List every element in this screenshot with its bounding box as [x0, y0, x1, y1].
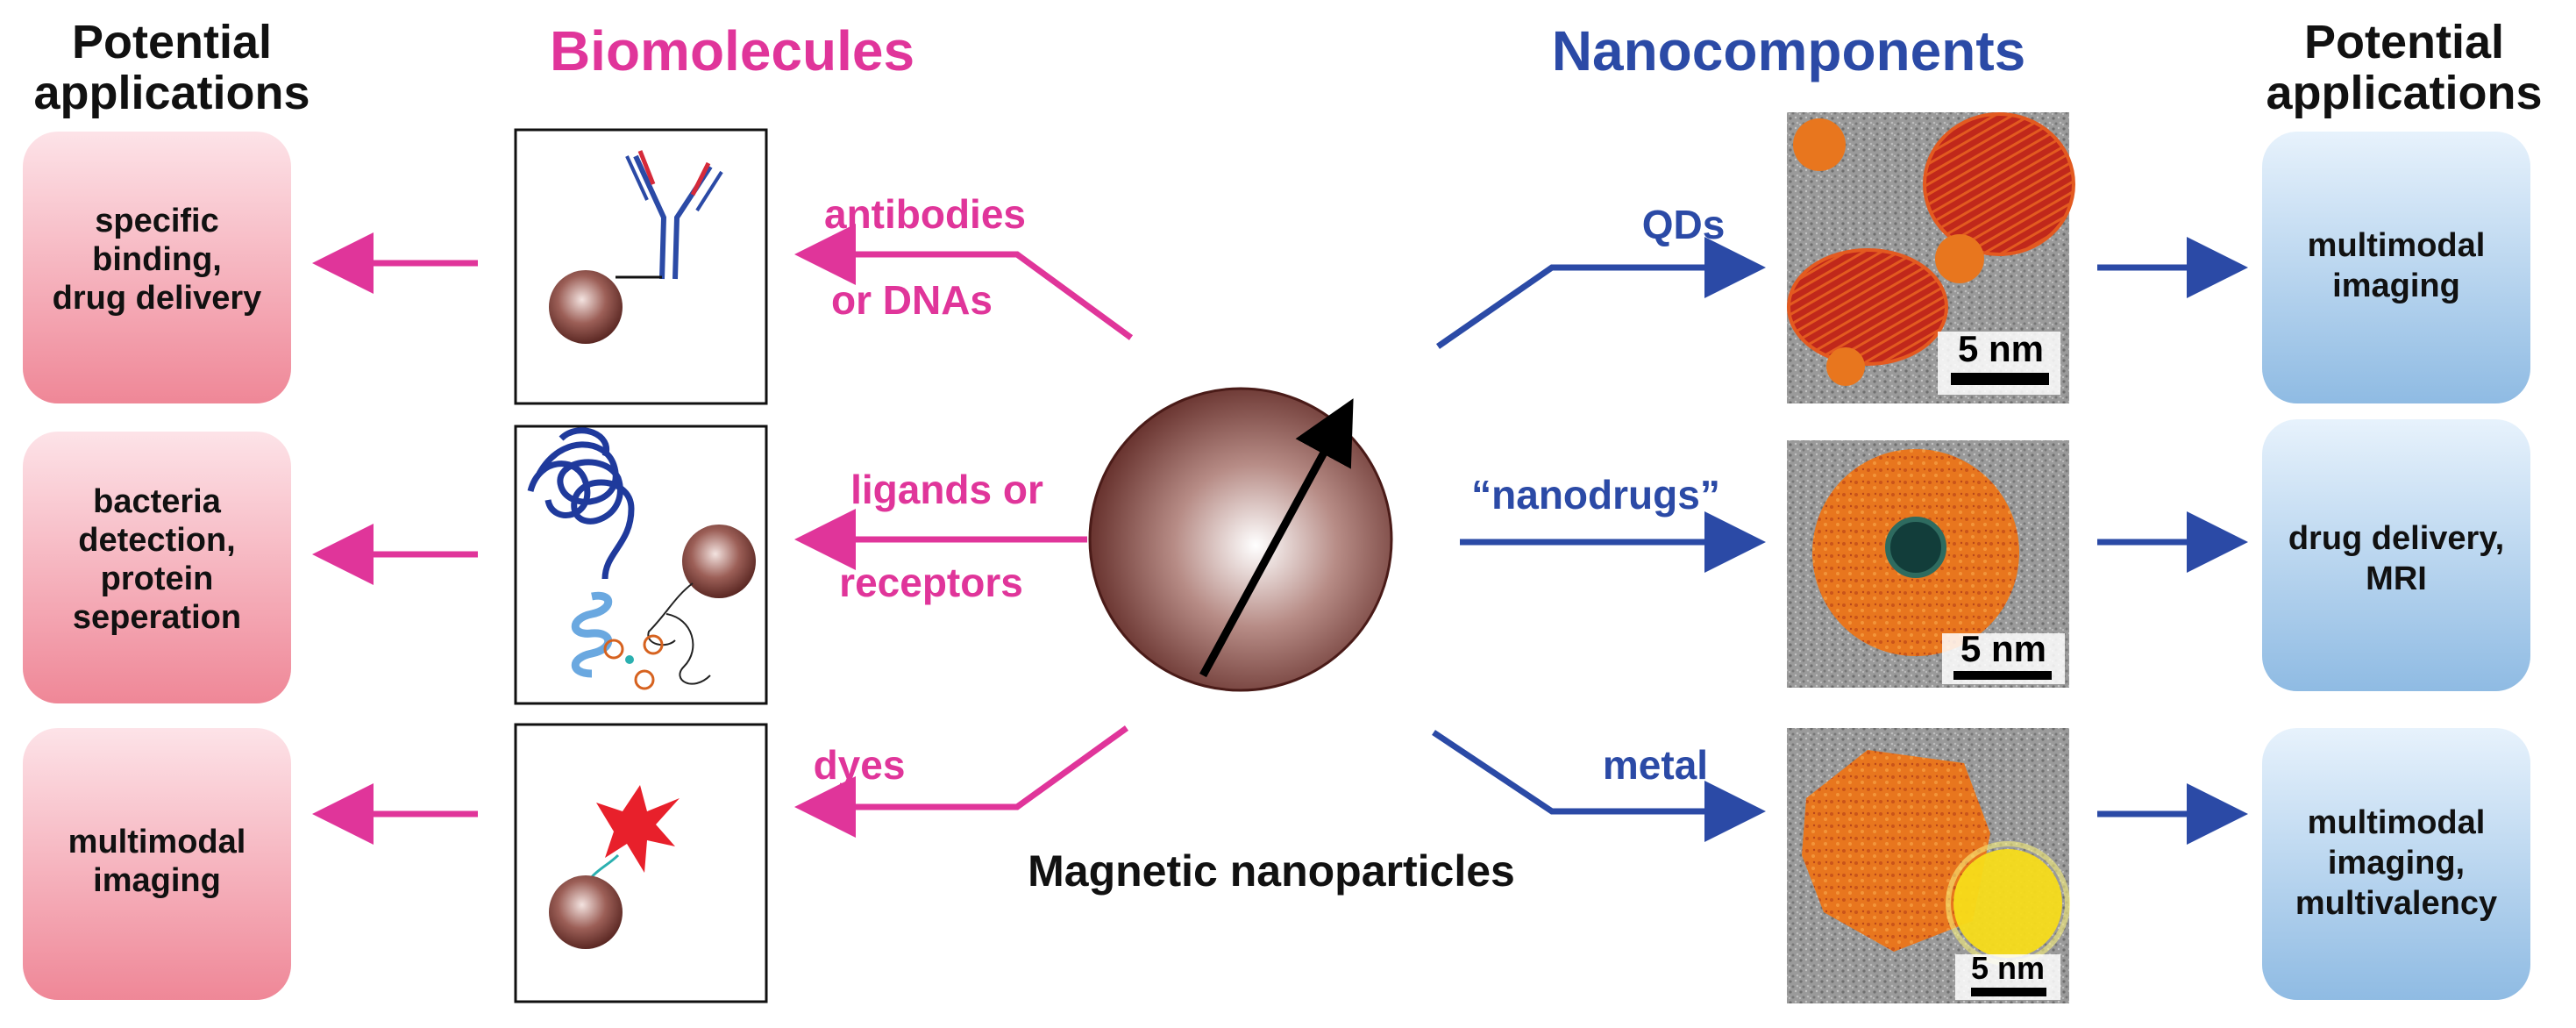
nano-label-nanodrugs: “nanodrugs” [1471, 472, 1720, 518]
left-app-box-1: specific binding, drug delivery [23, 132, 291, 403]
left-app-box-3: multimodal imaging [23, 728, 291, 1000]
right-header-line1: Potential [2304, 16, 2504, 68]
right-app-3-line3: multivalency [2295, 885, 2497, 922]
binding-site-icon [603, 613, 711, 690]
helix-icon [571, 591, 613, 678]
left-app-box-2: bacteria detection, protein seperation [23, 432, 291, 703]
biomolecule-box-dye [514, 723, 768, 1003]
right-app-1-line1: multimodal [2308, 227, 2486, 264]
right-header-line2: applications [2266, 67, 2542, 119]
left-app-3-line1: multimodal [68, 824, 246, 860]
left-app-3-line2: imaging [93, 862, 221, 899]
arrow-center-to-qds [1436, 237, 1766, 349]
left-app-1-line1: specific [95, 203, 219, 239]
center-label: Magnetic nanoparticles [1028, 846, 1515, 896]
right-app-2-line2: MRI [2366, 560, 2427, 597]
tem-image-nanodrugs: 5 nm [1787, 440, 2069, 688]
arrow-center-to-bio3 [794, 725, 1129, 838]
bio-label-ligands-line2: receptors [839, 560, 1023, 605]
biomolecules-header: Biomolecules [550, 19, 914, 82]
biomolecule-box-ligand [514, 425, 768, 705]
magnetic-nanoparticle [1088, 387, 1393, 692]
right-app-box-1: multimodal imaging [2262, 132, 2530, 403]
left-app-1-line3: drug delivery [53, 280, 262, 317]
antibody-icon [625, 150, 723, 280]
right-app-3-line1: multimodal [2308, 804, 2486, 841]
nanoparticle-icon [549, 270, 623, 344]
bio-label-antibodies-line1: antibodies [824, 191, 1026, 237]
protein-coil-icon [527, 427, 635, 580]
scale-bar-1 [1951, 373, 2049, 385]
tem-image-qds: 5 nm [1787, 112, 2075, 403]
nanoparticle-icon [682, 525, 756, 598]
scale-bar-3 [1971, 988, 2046, 996]
arrow-center-to-metal [1432, 730, 1766, 842]
nano-label-qds: QDs [1642, 202, 1726, 247]
bio-label-ligands-line1: ligands or [850, 467, 1043, 512]
left-header-line1: Potential [72, 16, 272, 68]
left-app-2-line4: seperation [73, 599, 241, 636]
tem-image-metal: 5 nm [1787, 728, 2070, 1003]
nano-label-metal: metal [1603, 742, 1708, 788]
biomolecule-box-antibody [514, 128, 768, 405]
scale-bar-label-2: 5 nm [1960, 628, 2046, 669]
bio-label-antibodies-line2: or DNAs [831, 277, 993, 323]
nanocomponents-header: Nanocomponents [1552, 19, 2025, 82]
nanoparticle-icon [549, 875, 623, 949]
right-app-1-line2: imaging [2332, 268, 2460, 304]
scale-bar-label-1: 5 nm [1958, 328, 2044, 369]
right-app-3-line2: imaging, [2328, 845, 2465, 882]
right-app-box-3: multimodal imaging, multivalency [2262, 728, 2530, 1000]
left-app-2-line3: protein [101, 560, 214, 597]
bio-label-dyes: dyes [814, 742, 906, 788]
scale-bar-label-3: 5 nm [1971, 950, 2045, 986]
magnetic-moment-arrow [1199, 398, 1354, 678]
arrow-center-to-bio1 [794, 224, 1134, 340]
left-app-1-line2: binding, [92, 241, 222, 278]
dye-star-icon [596, 785, 680, 873]
left-header-line2: applications [33, 67, 310, 119]
scale-bar-2 [1953, 671, 2052, 680]
left-app-2-line1: bacteria [93, 483, 222, 520]
drug-core [1885, 517, 1946, 578]
right-app-2-line1: drug delivery, [2288, 520, 2504, 557]
right-app-box-2: drug delivery, MRI [2262, 419, 2530, 691]
left-app-2-line2: detection, [78, 522, 235, 559]
metal-particle [1953, 849, 2062, 958]
